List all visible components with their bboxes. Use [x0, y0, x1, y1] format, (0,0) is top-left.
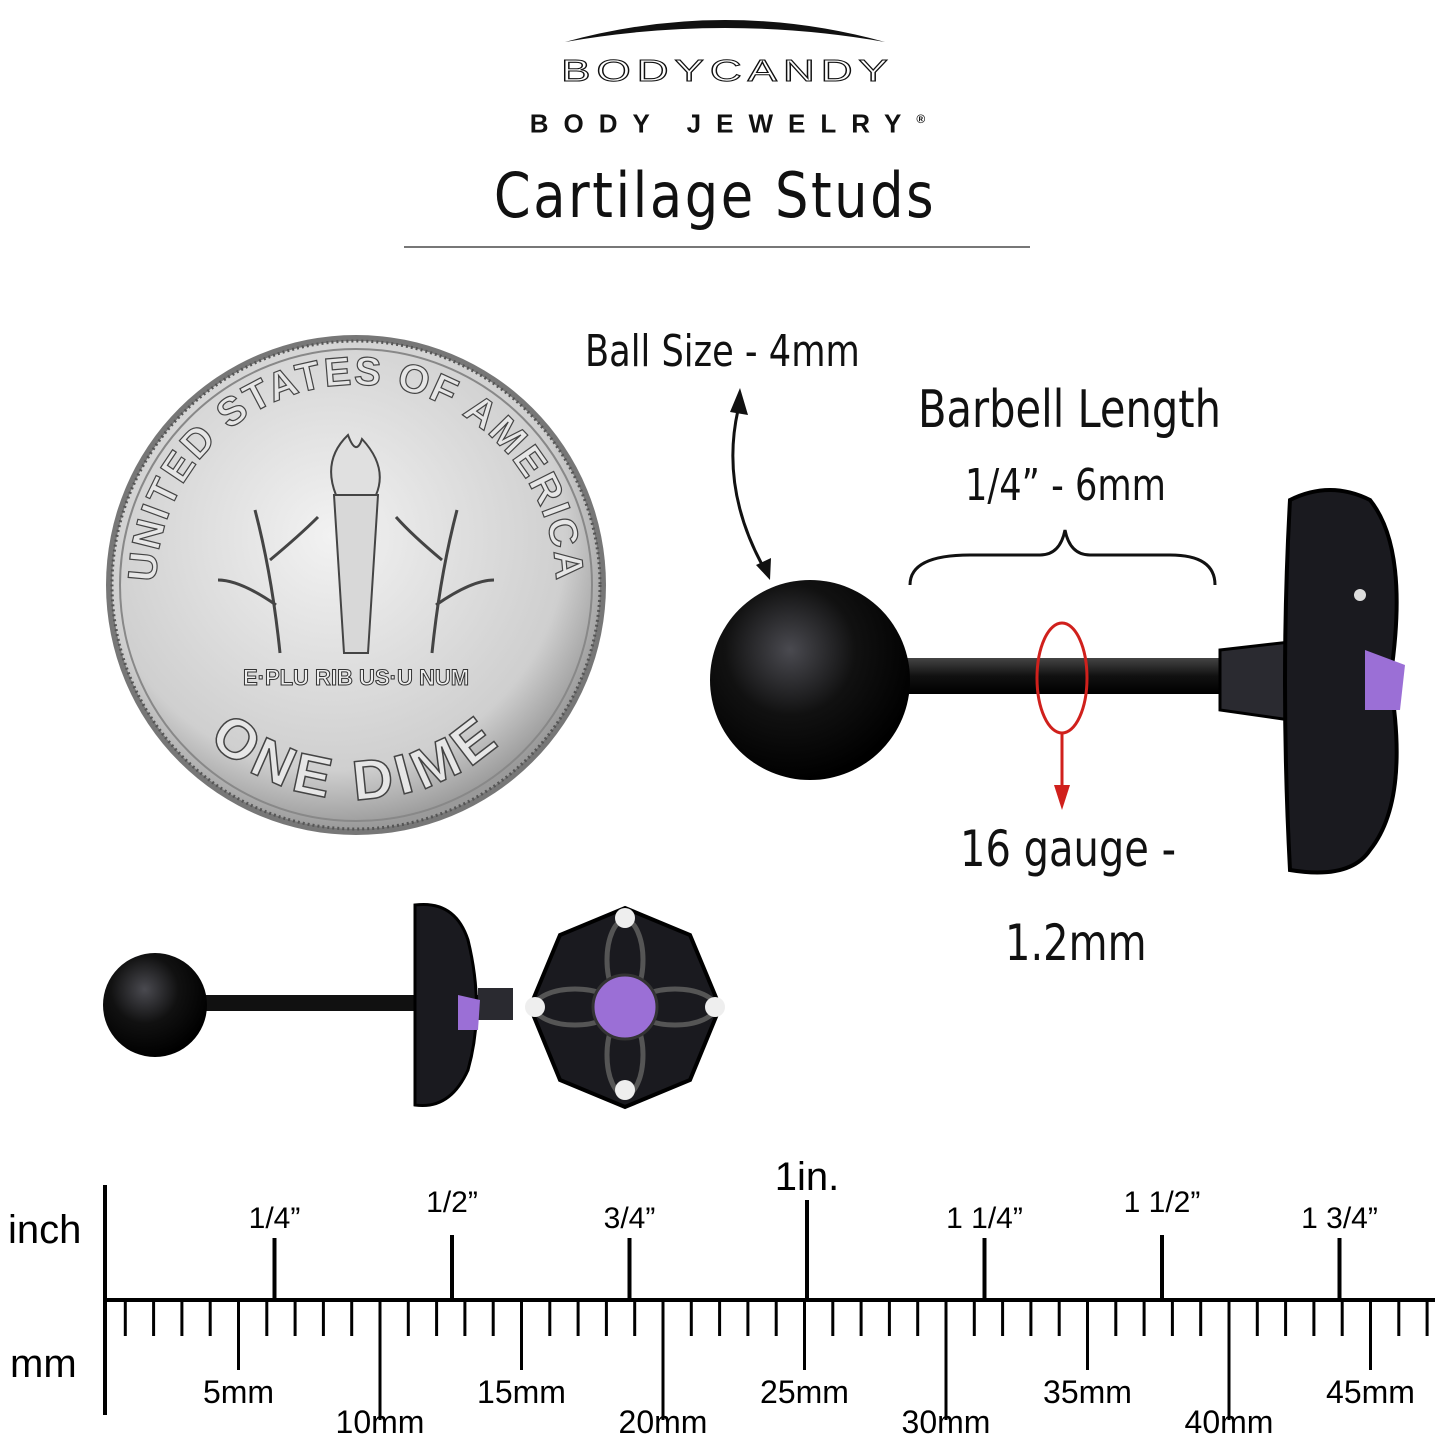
logo-arc [565, 20, 885, 42]
inch-tick-label: 1in. [775, 1155, 840, 1199]
brand-tagline: BODY JEWELRY® [470, 104, 985, 139]
mm-tick-label: 35mm [1043, 1374, 1132, 1410]
inch-tick-label: 1 3/4” [1301, 1202, 1378, 1235]
stud-diagram [710, 388, 1405, 875]
mm-tick-label: 10mm [336, 1404, 425, 1440]
mm-tick-label: 20mm [619, 1404, 708, 1440]
dime-coin: UNITED STATES OF AMERICA E·PLU RIB US·U … [106, 335, 606, 835]
mm-tick-label: 30mm [902, 1404, 991, 1440]
ruler: inch mm 5mm 10mm 15mm 20mm 25mm 30mm 35mm 40mm 4… [8, 1155, 1435, 1440]
page-title: Cartilage Studs [493, 159, 937, 232]
tagline-text: BODY JEWELRY [529, 108, 917, 139]
barbell-length-brace [908, 529, 1217, 586]
mm-tick-label: 5mm [203, 1374, 274, 1410]
barbell-length-value: 1/4” - 6mm [965, 460, 1166, 511]
inch-tick-label: 3/4” [604, 1202, 656, 1235]
mm-tick-label: 45mm [1326, 1374, 1415, 1410]
coin-motto: E·PLU RIB US·U NUM [243, 665, 469, 690]
stud-front-view [525, 905, 725, 1110]
ruler-mm-label: mm [10, 1342, 77, 1386]
registered-mark: ® [916, 112, 926, 126]
gem-icon [1365, 650, 1405, 710]
barbell-length-label: Barbell Length [918, 380, 1221, 440]
inch-tick-label: 1 1/2” [1124, 1186, 1201, 1219]
inch-tick-label: 1/2” [426, 1186, 478, 1219]
mm-tick-label: 40mm [1185, 1404, 1274, 1440]
center-gem-icon [591, 973, 659, 1041]
gauge-value: 1.2mm [1005, 914, 1147, 972]
ball-size-arrow [731, 409, 767, 571]
title-divider [404, 246, 1030, 248]
barbell-bar [890, 658, 1220, 694]
stud-ball [710, 580, 910, 780]
stud-top-flower [1283, 488, 1399, 875]
brand-logo: BODYCANDY [560, 53, 894, 88]
torch-icon [330, 433, 381, 654]
stud-side-view [103, 902, 513, 1108]
inch-tick-label: 1 1/4” [946, 1202, 1023, 1235]
gauge-label: 16 gauge - [960, 820, 1177, 878]
inch-tick-label: 1/4” [249, 1202, 301, 1235]
branch-icon [217, 509, 495, 654]
ruler-inch-label: inch [8, 1208, 81, 1252]
mm-tick-label: 15mm [477, 1374, 566, 1410]
mm-tick-label: 25mm [760, 1374, 849, 1410]
ball-size-label: Ball Size - 4mm [585, 326, 860, 377]
gauge-arrow-icon [1054, 785, 1070, 810]
